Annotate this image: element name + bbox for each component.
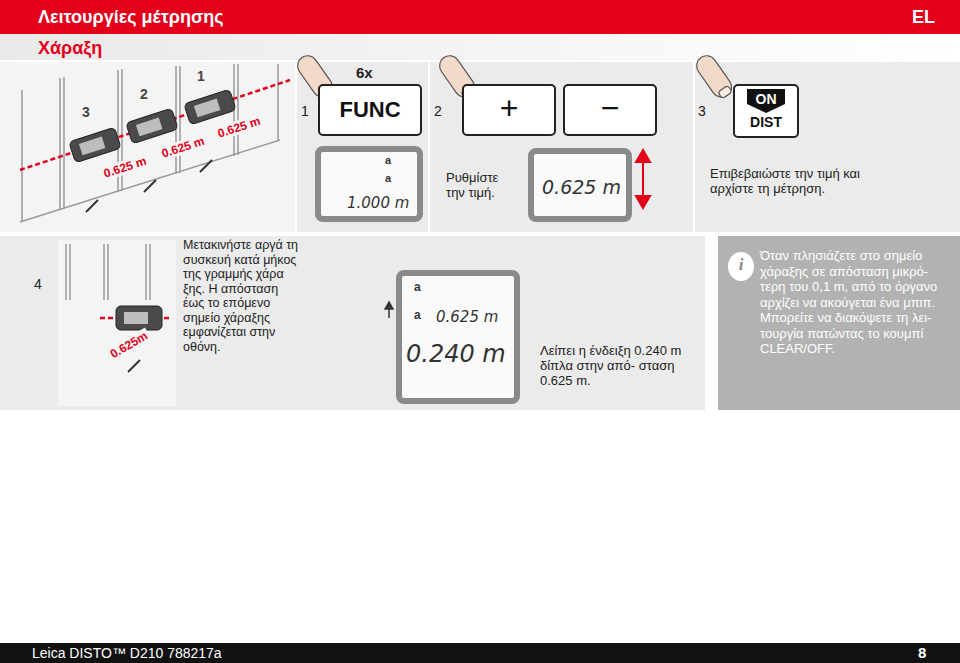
display: 0.625 m: [528, 148, 632, 222]
marking-line: [20, 80, 290, 170]
node-text: i: [739, 255, 744, 275]
info-icon: i: [728, 252, 754, 281]
node-text: 0.625 m: [542, 176, 621, 198]
callout-number: 1: [195, 68, 207, 84]
callout-number: 2: [138, 86, 150, 102]
step-note: Επιβεβαιώστε την τιμή και αρχίστε τη μέτ…: [710, 166, 860, 196]
node-text: 0.240 m: [406, 340, 506, 368]
callout-number: 3: [80, 104, 92, 120]
device-icon: [116, 306, 162, 330]
section-title: Χάραξη: [38, 38, 102, 59]
node-text: 1.000 m: [347, 194, 409, 212]
node-text: Όταν πλησιάζετε στο σημείο χάραξης σε απ…: [760, 248, 954, 357]
device-icon: [69, 89, 236, 163]
plus-button: +: [462, 84, 556, 136]
step-number: 2: [434, 103, 442, 119]
step-note: Μετακινήστε αργά τη συσκευή κατά μήκος τ…: [183, 238, 301, 354]
node-text: DIST: [750, 114, 782, 130]
panel: [695, 62, 960, 232]
node-text: +: [500, 90, 519, 127]
info-panel: i Όταν πλησιάζετε στο σημείο χάραξης σε α…: [718, 236, 960, 410]
subtitle-band: [0, 34, 960, 60]
panel: [430, 62, 693, 232]
step-note: Λείπει η ένδειξη 0.240 m δίπλα στην από-…: [540, 343, 690, 388]
step-note: Ρυθμίστε την τιμή.: [446, 170, 518, 200]
panel: [0, 62, 295, 232]
step-number: 3: [698, 103, 706, 119]
footer-bar: Leica DISTO™ D210 788217a 8: [0, 643, 960, 663]
node-text: a: [385, 154, 391, 166]
node-text: −: [601, 90, 620, 127]
func-button: FUNC: [318, 84, 422, 136]
node-text: FUNC: [339, 97, 400, 123]
node-text: 0.625 m: [436, 308, 498, 326]
node-text: 8: [918, 644, 926, 661]
node-text: a: [414, 308, 421, 322]
up-arrow: [385, 302, 393, 318]
node-text: Leica DISTO™ D210 788217a: [32, 645, 222, 661]
node-text: Λειτουργίες μέτρησης: [38, 7, 224, 28]
press-count: 6x: [356, 64, 373, 81]
node-text: a: [414, 280, 421, 294]
step-number: 4: [34, 276, 42, 292]
minus-button: −: [563, 84, 657, 136]
display: aa 1.000 m: [315, 146, 423, 222]
panel: [58, 240, 176, 406]
panel: [0, 236, 705, 410]
on-dist-button: ON DIST: [733, 84, 799, 138]
adjust-arrow: [636, 150, 650, 208]
node-text: a: [385, 172, 391, 184]
node-text: ON: [756, 91, 777, 107]
header-bar: Λειτουργίες μέτρησης EL: [0, 0, 960, 34]
wall-studs: [66, 244, 150, 300]
step-number: 1: [301, 103, 309, 119]
key-shape: [747, 89, 785, 113]
display: aa 0.625 m 0.240 m: [396, 270, 520, 404]
node-text: EL: [912, 7, 935, 28]
wall-studs: [20, 64, 280, 222]
